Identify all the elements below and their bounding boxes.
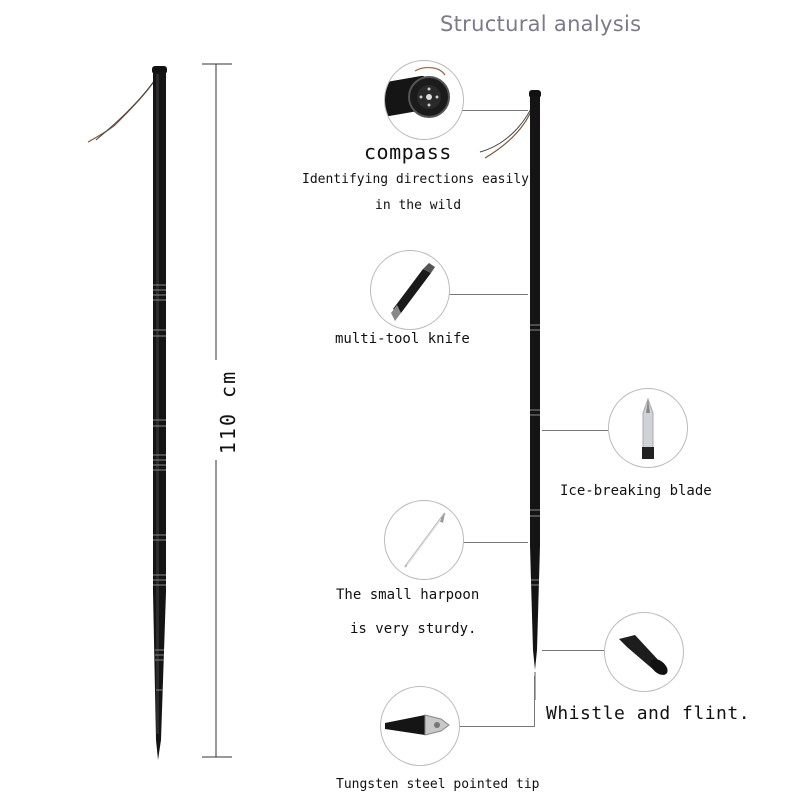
page-title: Structural analysis [440,12,642,36]
whistle-leader-line [542,650,604,651]
stick-detail-illustration [479,90,541,700]
harpoon-desc-line-1: The small harpoon [336,587,480,603]
compass-desc-line-1: Identifying directions easily [302,172,529,187]
knife-leader-line [448,294,528,295]
compass-heading: compass [364,140,452,164]
whistle-heading: Whistle and flint. [546,703,751,724]
tip-icon [380,686,460,766]
blade-icon [608,388,688,468]
compass-icon [384,60,464,140]
length-dimension-label: 110 cm [216,369,240,455]
knife-icon [370,250,450,330]
harpoon-leader-line [462,542,528,543]
stick-overview-illustration [87,63,232,760]
whistle-icon [604,612,684,692]
blade-leader-line [542,430,608,431]
compass-desc-line-2: in the wild [375,198,462,213]
tip-heading: Tungsten steel pointed tip [336,777,540,792]
blade-heading: Ice-breaking blade [560,483,712,499]
tip-leader-line [458,726,535,727]
compass-leader-line [462,110,528,111]
knife-heading: multi-tool knife [335,331,470,347]
harpoon-desc-line-2: is very sturdy. [350,621,477,637]
tip-leader-vertical [534,676,535,726]
harpoon-icon [384,500,464,580]
